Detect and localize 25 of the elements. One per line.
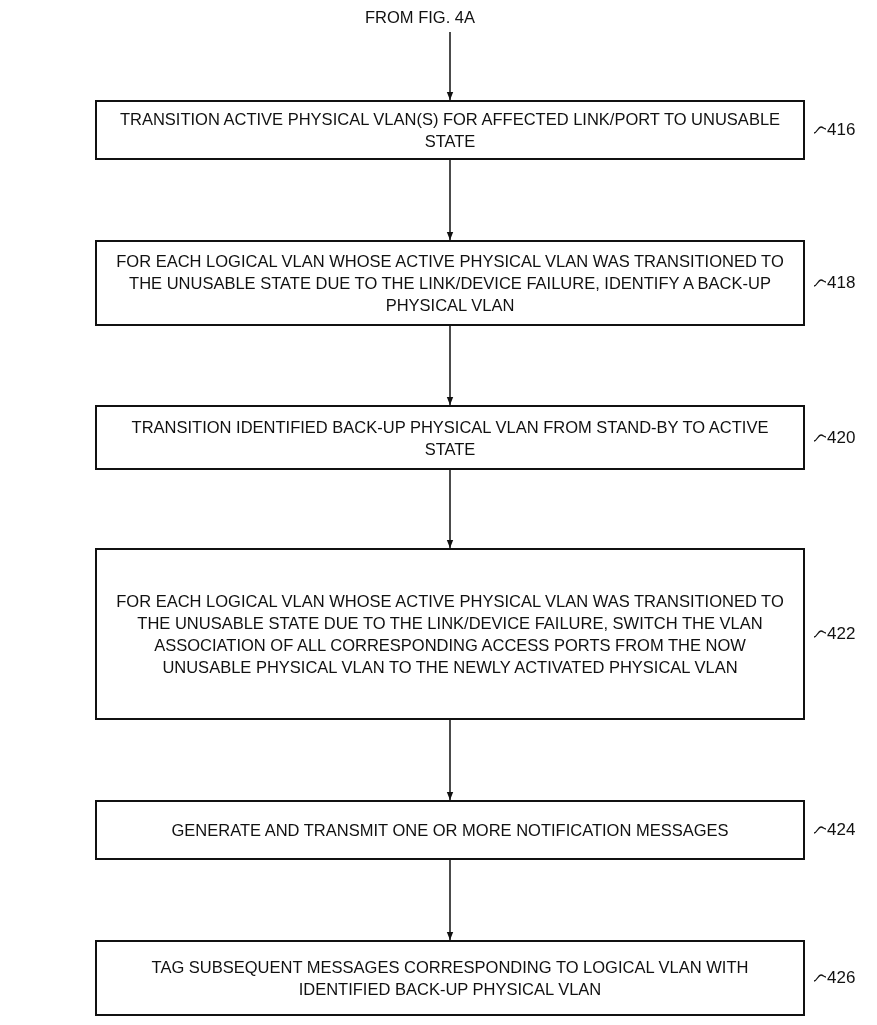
reference-number: 416 — [827, 120, 856, 140]
arrow — [446, 859, 454, 941]
process-box — [95, 100, 805, 160]
process-box — [95, 548, 805, 720]
connector-label: FROM FIG. 4A — [364, 7, 476, 28]
arrow — [446, 719, 454, 801]
reference-number: 420 — [827, 427, 856, 448]
step-text: GENERATE AND TRANSMIT ONE OR MORE NOTIFICATION MESSAGES — [170, 820, 730, 841]
arrow — [446, 469, 454, 549]
process-box — [95, 240, 805, 326]
arrow — [446, 31, 454, 101]
reference-number: 424 — [827, 820, 856, 840]
step-text: FOR EACH LOGICAL VLAN WHOSE ACTIVE PHYSICAL VLAN WAS TRANSITIONED TO THE UNUSABLE STATE DUE TO THE LINK/DEVICE FAILURE, SWITCH THE VLAN ASSOCIATION OF ALL CORRESPONDING ACCESS PORTS FROM THE NOW UNUSABLE PHYSICAL VLAN TO THE NEWLY ACTIVATED PHYSICAL VLAN — [115, 591, 785, 678]
reference-number: 418 — [827, 273, 856, 293]
step-text: TAG SUBSEQUENT MESSAGES CORRESPONDING TO LOGICAL VLAN WITH IDENTIFIED BACK-UP PHYSICAL VLAN — [150, 957, 750, 1000]
process-box — [95, 800, 805, 860]
process-box — [95, 405, 805, 470]
step-text: TRANSITION IDENTIFIED BACK-UP PHYSICAL VLAN FROM STAND-BY TO ACTIVE STATE — [130, 416, 770, 460]
arrow — [446, 325, 454, 406]
reference-number: 422 — [827, 624, 856, 644]
arrow — [446, 159, 454, 241]
process-box — [95, 940, 805, 1016]
step-text: TRANSITION ACTIVE PHYSICAL VLAN(S) FOR AFFECTED LINK/PORT TO UNUSABLE STATE — [118, 109, 782, 152]
step-text: FOR EACH LOGICAL VLAN WHOSE ACTIVE PHYSICAL VLAN WAS TRANSITIONED TO THE UNUSABLE STATE DUE TO THE LINK/DEVICE FAILURE, IDENTIFY A BACK-UP PHYSICAL VLAN — [115, 251, 785, 316]
reference-number: 426 — [827, 968, 856, 988]
